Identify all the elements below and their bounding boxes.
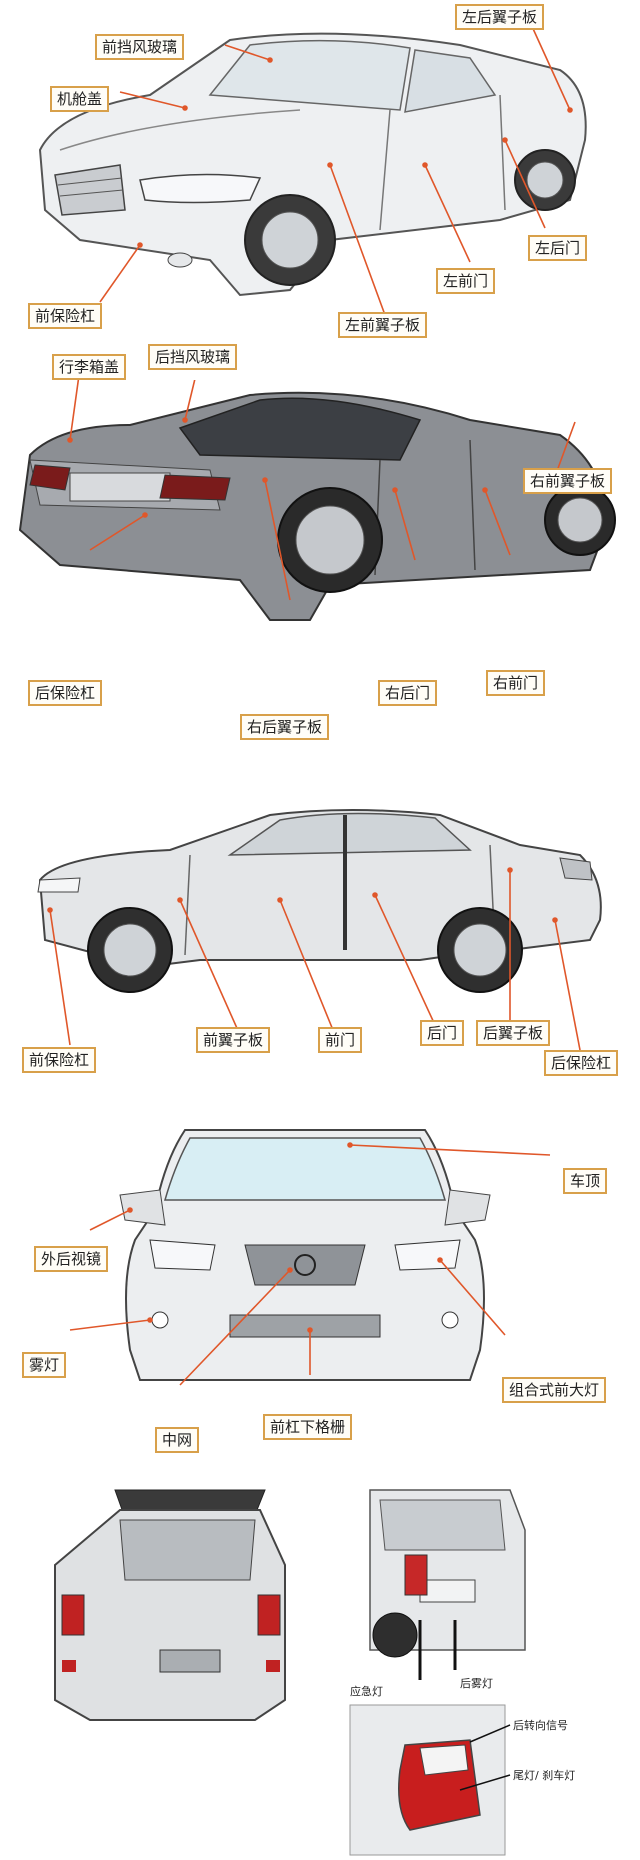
label-windshield: 前挡风玻璃	[95, 34, 185, 60]
side-car-illustration	[37, 809, 602, 1051]
label-rear-right-door: 右后门	[378, 680, 438, 706]
panel-rear-lights: 应急灯 后雾灯 后转向信号 尾灯/ 刹车灯	[0, 1470, 640, 1860]
front-car-illustration	[38, 21, 587, 316]
label-front-right-door: 右前门	[486, 670, 546, 696]
label-rear-bumper: 后保险杠	[544, 1050, 619, 1076]
label-front-door: 前门	[318, 1027, 363, 1053]
panel-side-view: 前保险杠 前翼子板 前门 后门 后翼子板 后保险杠	[0, 800, 640, 1100]
label-trunk-lid: 行李箱盖	[52, 354, 127, 380]
rear-car-illustration	[18, 380, 616, 621]
label-lower-grille: 前杠下格栅	[263, 1414, 353, 1440]
panel-front-three-quarter: 左后翼子板 前挡风玻璃 机舱盖 左后门 左前门 前保险杠 左前翼子板	[0, 0, 640, 340]
label-front-bumper: 前保险杠	[28, 303, 103, 329]
label-front-fender: 前翼子板	[196, 1027, 271, 1053]
label-rear-turn-signal: 后转向信号	[513, 1719, 568, 1732]
label-rear-right-fender: 右后翼子板	[240, 714, 330, 740]
leader-lines	[99, 21, 573, 316]
leader-lines	[47, 867, 581, 1051]
label-side-mirror: 外后视镜	[34, 1246, 109, 1272]
label-fog-light: 雾灯	[22, 1352, 67, 1378]
label-front-left-door: 左前门	[436, 268, 496, 294]
label-tail-brake-light: 尾灯/ 刹车灯	[513, 1769, 576, 1782]
label-rear-left-door: 左后门	[528, 235, 588, 261]
panel-rear-three-quarter: 行李箱盖 后挡风玻璃 右前翼子板 后保险杠 右后门 右前门 右后翼子板	[0, 344, 640, 750]
label-roof: 车顶	[563, 1168, 608, 1194]
label-center-grille: 中网	[155, 1427, 200, 1453]
label-front-left-fender: 左前翼子板	[338, 312, 428, 338]
label-emergency-light: 应急灯	[350, 1685, 383, 1698]
label-rear-windshield: 后挡风玻璃	[148, 344, 238, 370]
label-front-bumper: 前保险杠	[22, 1047, 97, 1073]
label-rear-left-fender: 左后翼子板	[455, 4, 545, 30]
label-headlight: 组合式前大灯	[502, 1377, 607, 1403]
label-rear-bumper: 后保险杠	[28, 680, 103, 706]
label-rear-fender: 后翼子板	[476, 1020, 551, 1046]
label-rear-fog-light: 后雾灯	[460, 1677, 493, 1690]
panel-front-view: 车顶 外后视镜 雾灯 中网 前杠下格栅 组合式前大灯	[0, 1120, 640, 1460]
label-rear-door: 后门	[420, 1020, 465, 1046]
label-hood: 机舱盖	[50, 86, 110, 112]
label-front-right-fender: 右前翼子板	[523, 468, 613, 494]
front-view-illustration	[69, 1129, 551, 1386]
rear-lights-illustration	[54, 1489, 526, 1856]
leader-lines	[69, 1142, 551, 1386]
